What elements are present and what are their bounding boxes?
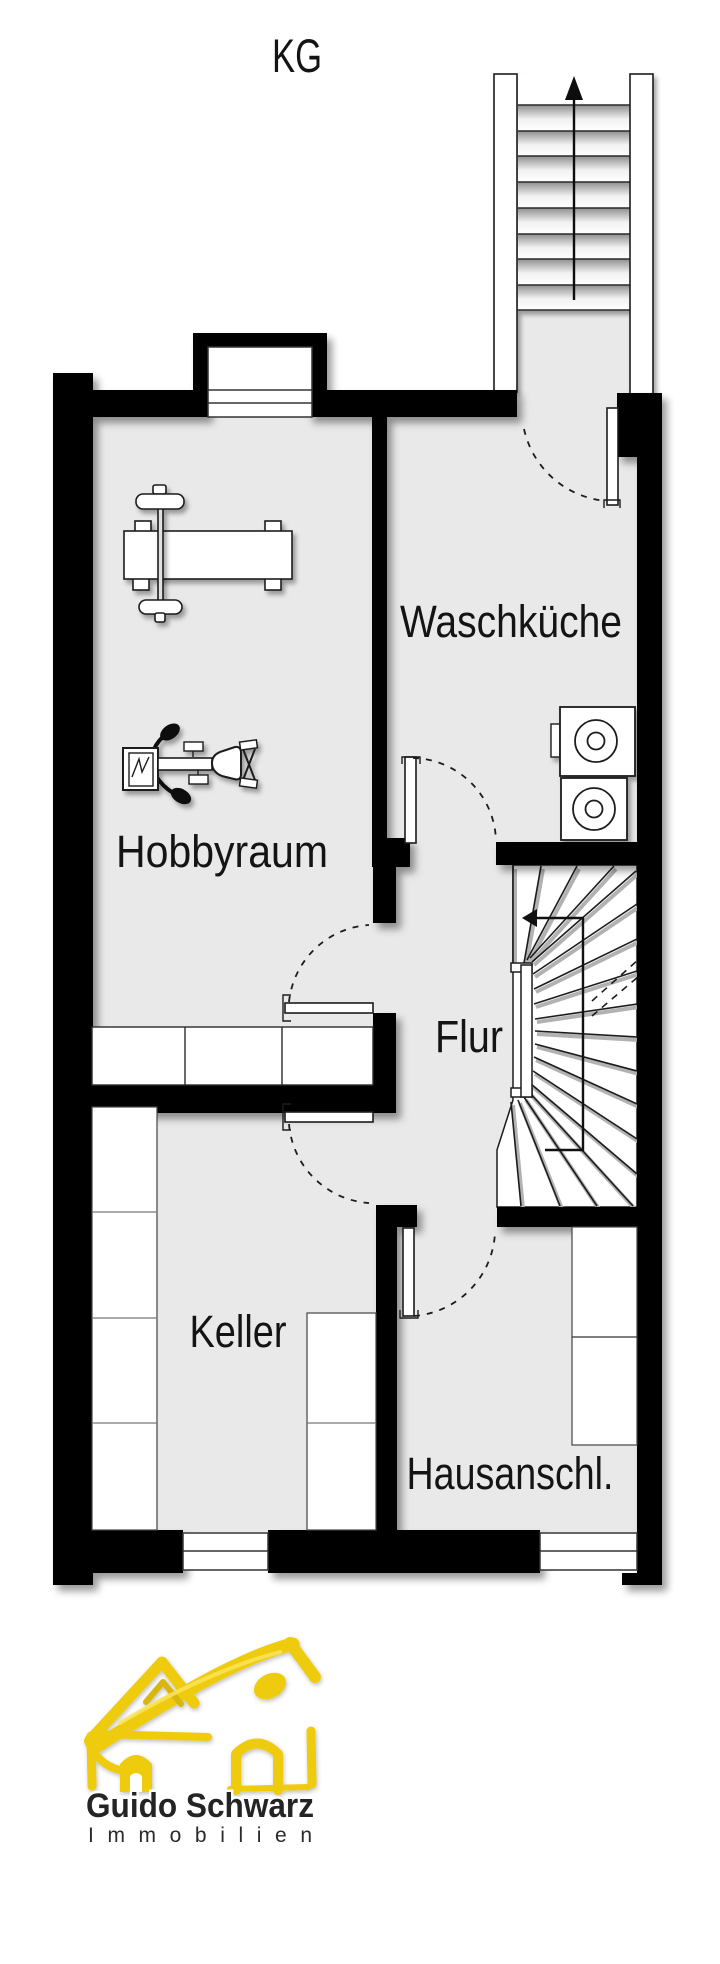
washing-machine-icon xyxy=(560,777,628,841)
furniture xyxy=(91,484,638,1531)
basement-window-bottom-right xyxy=(539,1532,638,1571)
stair-direction-arrow-up xyxy=(565,76,583,300)
door-waschkueche xyxy=(401,756,497,844)
exercise-bike-icon xyxy=(122,723,259,805)
door-hausanschluss xyxy=(399,1227,496,1319)
basement-window-top xyxy=(207,346,313,418)
barbell-icon xyxy=(135,484,185,623)
stair-newel-post xyxy=(510,962,533,1098)
room-label-flur: Flur xyxy=(435,1011,503,1062)
room-label-hobbyraum: Hobbyraum xyxy=(116,826,328,877)
door-hobbyraum xyxy=(282,924,374,1022)
room-label-waschkueche: Waschküche xyxy=(400,596,622,647)
logo-company-name: Guido Schwarz xyxy=(86,1787,314,1825)
walls xyxy=(53,333,662,1585)
cabinet-row xyxy=(91,1026,374,1086)
windows xyxy=(182,346,638,1571)
shelf-keller-right xyxy=(306,1312,377,1531)
stair-direction-arrow-up xyxy=(522,909,585,1152)
washing-machine-icon xyxy=(550,706,636,777)
door-keller xyxy=(282,1103,374,1204)
floor-title: KG xyxy=(272,29,322,82)
shelf-hausanschluss xyxy=(571,1226,638,1446)
stair-headroom-dashed-line xyxy=(591,958,640,1017)
room-label-hausanschluss: Hausanschl. xyxy=(407,1448,614,1499)
entry-door xyxy=(523,407,621,508)
doors xyxy=(282,407,621,1319)
logo: Guido Schwarz Immobilien xyxy=(84,1637,321,1847)
logo-tagline: Immobilien xyxy=(88,1824,312,1847)
basement-window-bottom-left xyxy=(182,1532,269,1571)
room-label-keller: Keller xyxy=(190,1306,287,1357)
logo-house-icon xyxy=(84,1637,321,1795)
exterior-staircase-icon xyxy=(493,73,654,396)
shelf-keller-left xyxy=(91,1106,158,1531)
weight-bench-icon xyxy=(123,520,293,591)
winder-staircase-icon xyxy=(496,864,641,1211)
